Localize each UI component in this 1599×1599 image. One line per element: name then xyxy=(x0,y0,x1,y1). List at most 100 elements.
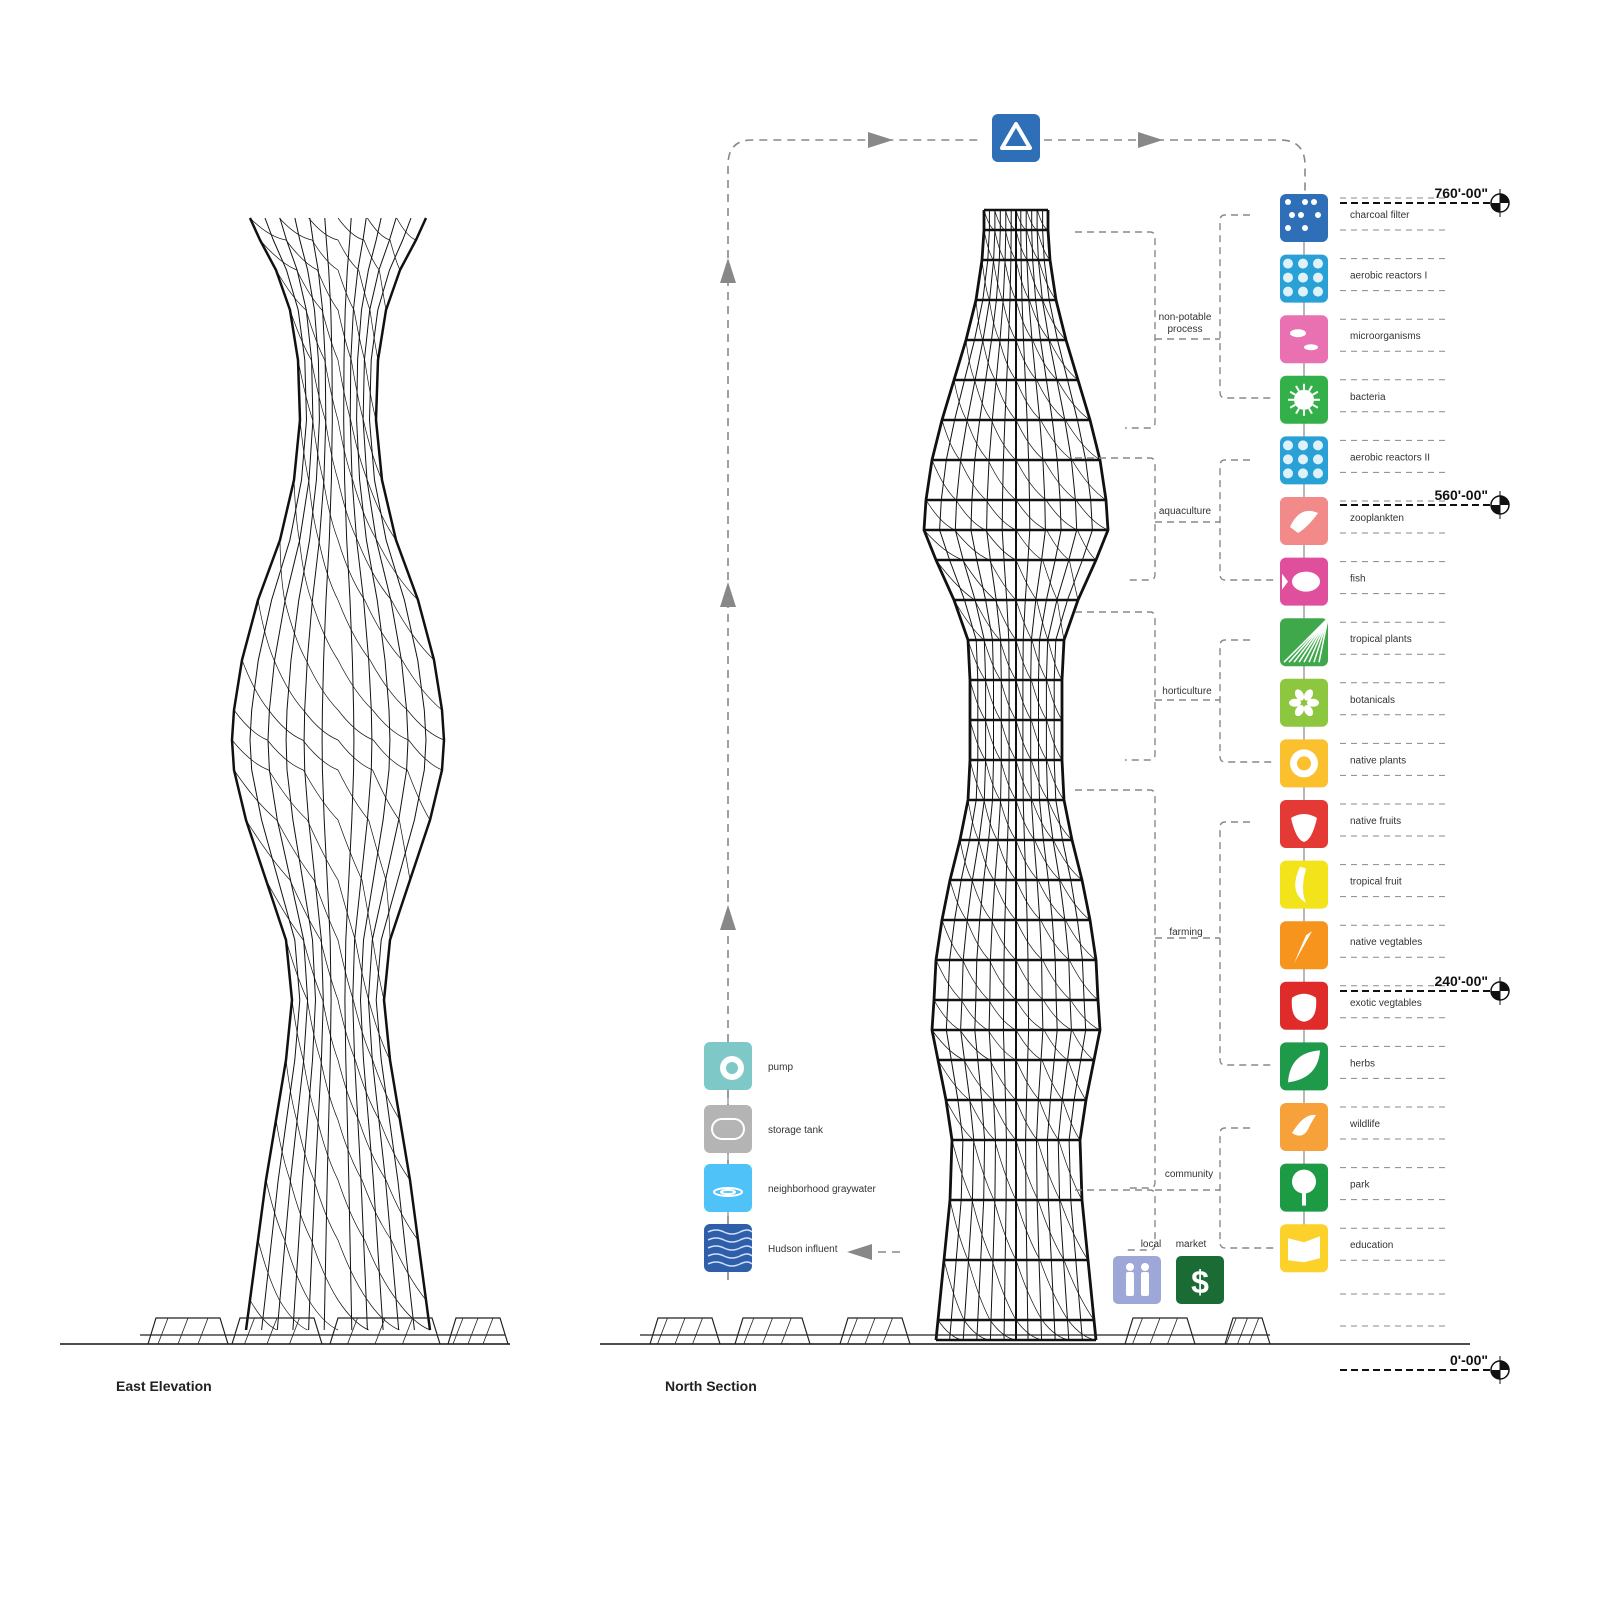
tower-lattice xyxy=(279,539,286,601)
tower-lattice xyxy=(1015,759,1033,801)
source-label: pump xyxy=(768,1062,793,1073)
tower-lattice xyxy=(984,679,1001,721)
tower-lattice xyxy=(303,709,339,741)
tower-lattice xyxy=(978,839,995,881)
source-label: storage tank xyxy=(768,1125,824,1136)
tower-lattice xyxy=(954,529,990,561)
shrimp-icon xyxy=(1290,510,1318,533)
tower-lattice xyxy=(1015,719,1032,761)
reactor-icon xyxy=(1313,286,1323,297)
source-tile xyxy=(704,1224,752,1272)
legend-label: zooplankten xyxy=(1350,513,1404,524)
tower-lattice xyxy=(311,239,339,271)
tower-lattice xyxy=(367,479,397,541)
tower-lattice xyxy=(1065,919,1097,961)
tower-lattice xyxy=(961,999,989,1031)
base-pod-strut xyxy=(657,1317,668,1345)
tower-rib xyxy=(954,210,996,1341)
bubbles-icon xyxy=(1298,212,1304,218)
tower-lattice xyxy=(350,359,364,421)
tower-lattice xyxy=(1043,1029,1069,1061)
base-structures xyxy=(140,1317,1271,1345)
tower-lattice xyxy=(372,1059,401,1121)
tower-lattice xyxy=(963,1059,993,1101)
legend-label: tropical plants xyxy=(1350,634,1412,645)
tower-lattice xyxy=(984,719,1001,761)
tower-lattice xyxy=(291,999,304,1061)
tower-lattice xyxy=(372,709,409,741)
tower-lattice xyxy=(302,1059,318,1121)
tower-lattice xyxy=(1015,839,1039,881)
tower-lattice xyxy=(975,299,983,341)
tower-lattice xyxy=(268,709,303,741)
wave xyxy=(707,1229,753,1235)
base-pod-strut xyxy=(467,1317,479,1345)
reactor-icon xyxy=(1298,258,1308,269)
ripple xyxy=(720,1189,736,1195)
tower-lattice xyxy=(354,939,370,1001)
tower-lattice xyxy=(398,819,411,881)
tower-lattice xyxy=(353,309,366,361)
tower-lattice xyxy=(989,559,1017,601)
tower-lattice xyxy=(987,1029,1017,1061)
strawberry-icon xyxy=(1291,814,1317,842)
bracket-left xyxy=(1075,231,1156,429)
tower-lattice xyxy=(296,1119,315,1181)
tower-lattice xyxy=(396,1299,431,1331)
bracket-left xyxy=(1075,789,1156,1189)
tower-lattice xyxy=(995,599,1017,641)
base-pod-strut xyxy=(674,1317,686,1345)
carrot-icon xyxy=(1294,931,1312,964)
tower-lattice xyxy=(311,1239,339,1301)
tower-lattice xyxy=(989,1319,1017,1341)
tower-lattice xyxy=(972,1139,995,1201)
tower-lattice xyxy=(337,1059,359,1121)
tower-lattice xyxy=(285,1059,298,1121)
tower-lattice xyxy=(1000,719,1017,761)
legend-label: microorganisms xyxy=(1350,331,1421,342)
legend-label: native vegtables xyxy=(1350,937,1422,948)
tower-lattice xyxy=(298,539,312,601)
bubbles-icon xyxy=(1285,199,1321,231)
tower-lattice xyxy=(988,999,1017,1031)
tower-lattice xyxy=(305,659,339,711)
tower-rib xyxy=(1036,210,1078,1341)
bracket-left xyxy=(1075,611,1156,761)
tower-rib xyxy=(343,217,355,1331)
tower-lattice xyxy=(1026,229,1039,261)
tower-lattice xyxy=(337,819,363,881)
tower-lattice xyxy=(1032,339,1058,381)
tower-lattice xyxy=(1015,419,1045,461)
book-icon xyxy=(1288,1236,1320,1263)
tower-lattice xyxy=(989,959,1017,1001)
tower-lattice xyxy=(385,879,391,941)
tower-lattice xyxy=(991,1259,1017,1321)
bracket-right xyxy=(1219,459,1275,581)
tower-lattice xyxy=(312,419,324,481)
tower-lattice xyxy=(1030,679,1047,721)
flower-icon xyxy=(1294,689,1305,701)
tower-lattice xyxy=(1040,419,1073,461)
legend-label: fish xyxy=(1350,574,1366,585)
tower-lattice xyxy=(1015,1139,1039,1201)
tank-outline xyxy=(711,1118,745,1140)
tower-lattice xyxy=(1042,299,1067,341)
bacteria-spike xyxy=(1289,403,1296,409)
base-pod-strut xyxy=(882,1317,893,1345)
legend-item: tropical fruit xyxy=(1280,860,1445,909)
wave xyxy=(707,1261,753,1267)
tower-lattice xyxy=(994,1139,1017,1201)
tower-lattice xyxy=(1037,1199,1065,1261)
tower-lattice xyxy=(275,269,307,311)
tower-lattice xyxy=(337,1239,368,1301)
legend-item: park xyxy=(1280,1163,1445,1212)
base-pod-strut xyxy=(1248,1317,1260,1345)
tower-lattice xyxy=(1069,959,1099,1001)
tower-lattice xyxy=(284,1239,309,1301)
legend-item: bacteria xyxy=(1280,375,1445,424)
tower-lattice xyxy=(1043,459,1077,501)
base-pod-strut xyxy=(1167,1317,1178,1345)
tower-lattice xyxy=(1015,879,1041,921)
tower-lattice xyxy=(268,769,308,821)
reactor-icon xyxy=(1283,272,1293,283)
